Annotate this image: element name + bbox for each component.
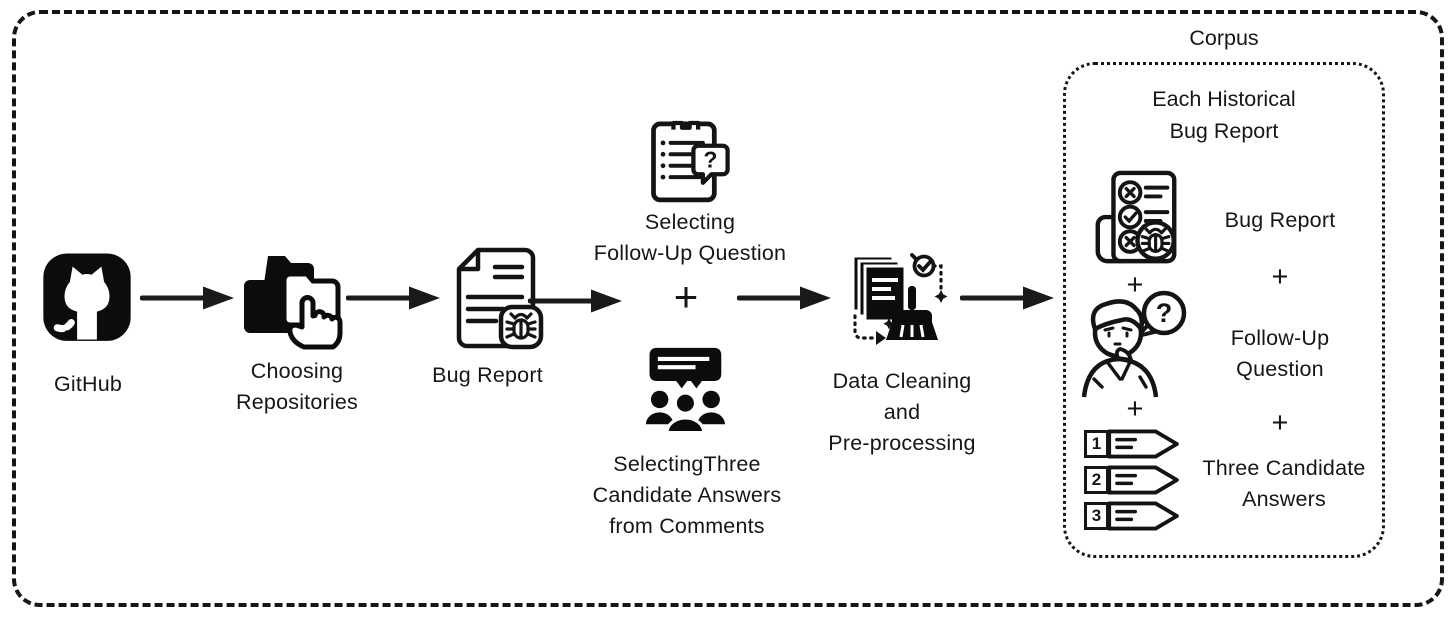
question-mark-glyph: ? [704,147,718,173]
answer-tag-icon [1107,501,1179,531]
selecting-answers-label: SelectingThree Candidate Answers from Co… [592,452,782,538]
folders-pointer-icon [240,250,348,354]
data-cleaning-label: Data Cleaning and Pre-processing [828,369,976,455]
answer-number: 3 [1084,502,1109,530]
plus-sign: + [1126,269,1144,301]
comments-people-icon [644,346,736,440]
bug-report-document-icon [446,246,546,352]
arrow-icon [528,288,624,314]
answer-tag-icon [1107,465,1179,495]
arrow-icon [346,285,442,311]
github-logo-icon [42,252,132,346]
numbered-answer-tags-icon: 1 2 3 [1084,429,1182,531]
answer-tag-icon [1107,429,1179,459]
clipboard-question-icon: ? [644,116,739,204]
selecting-question-label: Selecting Follow-Up Question [593,210,787,265]
arrow-icon [737,285,833,311]
corpus-box: Each Historical Bug Report [1063,62,1385,558]
github-label: GitHub [53,372,123,396]
arrow-icon [960,285,1056,311]
plus-sign: + [1271,407,1289,439]
answer-number: 1 [1084,430,1109,458]
checklist-bug-scroll-icon [1086,168,1186,268]
person-question-icon: ? [1078,289,1194,399]
choosing-repositories-label: Choosing Repositories [236,359,358,414]
corpus-bug-report-label: Bug Report [1224,208,1336,232]
documents-broom-cleaning-icon [845,252,955,358]
diagram-dashed-border [12,10,1444,607]
plus-sign: + [1271,261,1289,293]
plus-sign: + [1126,393,1144,425]
plus-sign: + [673,273,699,320]
arrow-icon [140,285,236,311]
bug-report-label: Bug Report [432,363,543,387]
corpus-heading: Each Historical Bug Report [1152,87,1296,143]
answer-tag-row: 1 [1084,429,1182,459]
corpus-title: Corpus [1189,26,1259,50]
answer-number: 2 [1084,466,1109,494]
answer-tag-row: 2 [1084,465,1182,495]
answer-tag-row: 3 [1084,501,1182,531]
question-mark-glyph: ? [1156,298,1173,328]
corpus-answers-label: Three Candidate Answers [1202,456,1366,511]
corpus-follow-up-label: Follow-Up Question [1230,326,1330,381]
